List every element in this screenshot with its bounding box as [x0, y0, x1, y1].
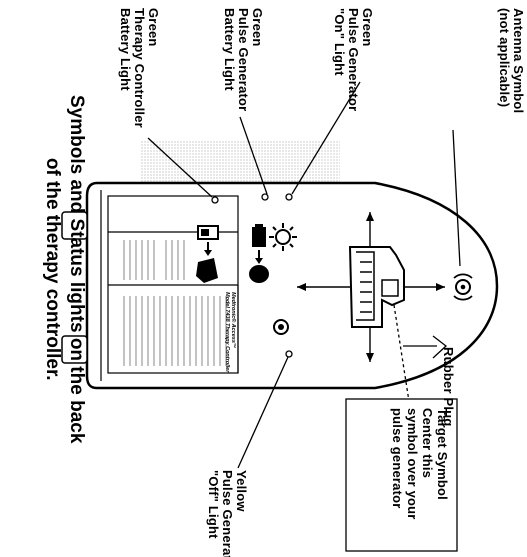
tc-battery-leader: [147, 137, 213, 198]
fine-print: [123, 240, 227, 366]
pg-on-light: [285, 193, 293, 201]
clip-top: [61, 211, 88, 240]
tc-battery-icon: [196, 225, 219, 283]
tc-battery-label: Green Therapy Controller Battery Light: [118, 8, 161, 128]
target-icon: [297, 212, 445, 362]
pg-off-light: [285, 350, 293, 358]
caption: Symbols and Status lights on the back of…: [42, 95, 87, 444]
antenna-icon: [453, 273, 473, 301]
off-icon: [273, 319, 289, 335]
clip-bottom: [61, 335, 88, 364]
pg-on-label: Green Pulse Generator "On" Light: [332, 8, 375, 112]
pg-battery-label: Green Pulse Generator Battery Light: [222, 8, 265, 112]
target-label: Target Symbol Center this symbol over yo…: [390, 408, 450, 520]
battery-icon: [249, 224, 269, 283]
device-outline: [85, 181, 499, 390]
pg-battery-leader: [239, 116, 268, 195]
antenna-leader: [452, 129, 461, 267]
device-title: Medtronic® Access™ Model 7438 Therapy Co…: [224, 292, 236, 373]
leader-lines: [147, 81, 461, 473]
pg-off-leader: [237, 356, 289, 469]
pg-on-leader: [291, 81, 361, 195]
target-box: [345, 398, 458, 552]
antenna-label: Antenna Symbol (not applicable): [497, 8, 526, 114]
sun-icon: [269, 223, 297, 251]
pg-battery-light: [261, 193, 269, 201]
tc-battery-light: [211, 196, 219, 204]
pg-off-label: Yellow Pulse Generator "Off" Light: [206, 470, 249, 557]
